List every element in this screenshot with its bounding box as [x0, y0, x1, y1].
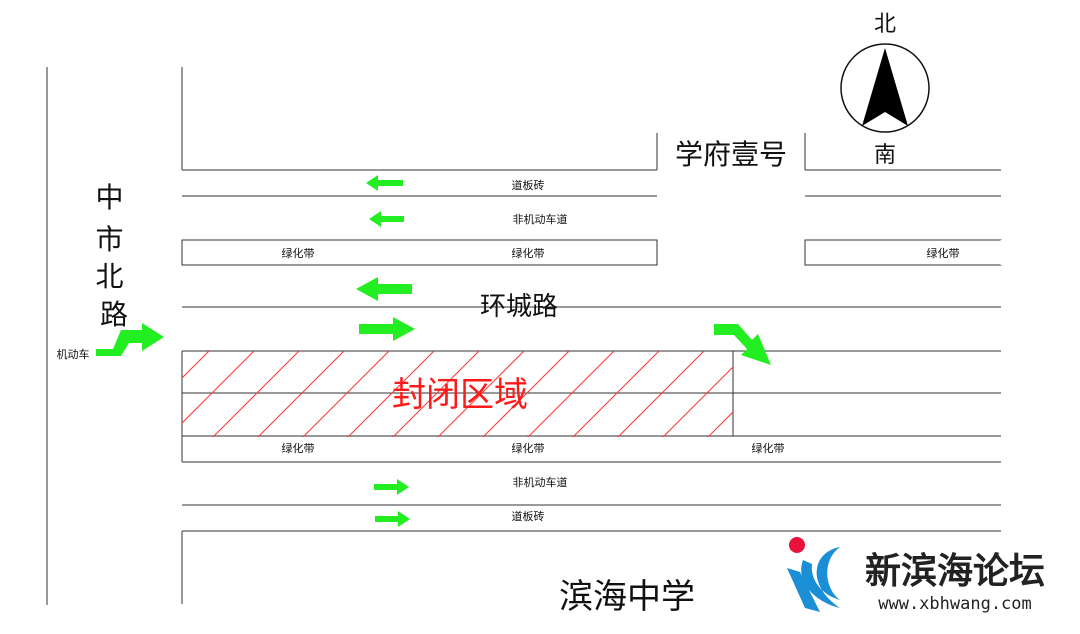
green-belt-label-4: 绿化带 — [282, 441, 315, 455]
lane-labels: 道板砖 非机动车道 绿化带 绿化带 绿化带 绿化带 绿化带 绿化带 非机动车道 … — [57, 178, 960, 523]
green-belt-label-6: 绿化带 — [752, 441, 785, 455]
sidewalk-label-south: 道板砖 — [512, 509, 545, 523]
green-belt-label-5: 绿化带 — [512, 441, 545, 455]
traffic-arrows — [96, 175, 771, 527]
road-lines — [46, 67, 1002, 605]
place-names: 环城路 学府壹号 滨海中学 中 市 北 路 — [96, 138, 787, 617]
main-road-name: 环城路 — [480, 292, 558, 322]
watermark-url: www.xbhwang.com — [878, 594, 1032, 614]
bike-lane-label-north: 非机动车道 — [513, 212, 568, 226]
closed-area-label: 封闭区域 — [392, 375, 528, 415]
arrow-left-icon — [366, 175, 403, 191]
logo-dot-icon — [789, 537, 805, 553]
logo-swoosh-icon — [801, 547, 840, 608]
arrow-right-icon — [359, 317, 415, 341]
xuefu-label: 学府壹号 — [675, 138, 787, 171]
detour-arrow-icon — [714, 324, 771, 365]
bike-lane-label-south: 非机动车道 — [513, 475, 568, 489]
compass-needle-icon — [862, 48, 908, 126]
logo-swoosh-icon — [787, 568, 820, 612]
closed-area: 封闭区域 — [182, 351, 733, 437]
green-belt-label-2: 绿化带 — [512, 246, 545, 260]
school-label: 滨海中学 — [559, 577, 695, 617]
arrow-left-icon — [369, 211, 404, 227]
compass-north-label: 北 — [874, 12, 896, 37]
arrow-left-icon — [356, 277, 412, 301]
north-compass: 北 南 — [840, 12, 930, 168]
watermark-name: 新滨海论坛 — [865, 551, 1045, 592]
green-belt-label-1: 绿化带 — [282, 246, 315, 260]
arrow-right-icon — [375, 511, 410, 527]
vehicle-label: 机动车 — [57, 347, 90, 361]
green-belt-label-3: 绿化带 — [927, 246, 960, 260]
west-road-name: 中 市 北 路 — [96, 181, 133, 331]
watermark-logo: 新滨海论坛 www.xbhwang.com — [787, 537, 1045, 614]
compass-south-label: 南 — [874, 143, 896, 168]
sidewalk-label-north: 道板砖 — [512, 178, 545, 192]
vehicle-turn-arrow-icon — [96, 323, 164, 356]
arrow-right-icon — [374, 479, 409, 495]
